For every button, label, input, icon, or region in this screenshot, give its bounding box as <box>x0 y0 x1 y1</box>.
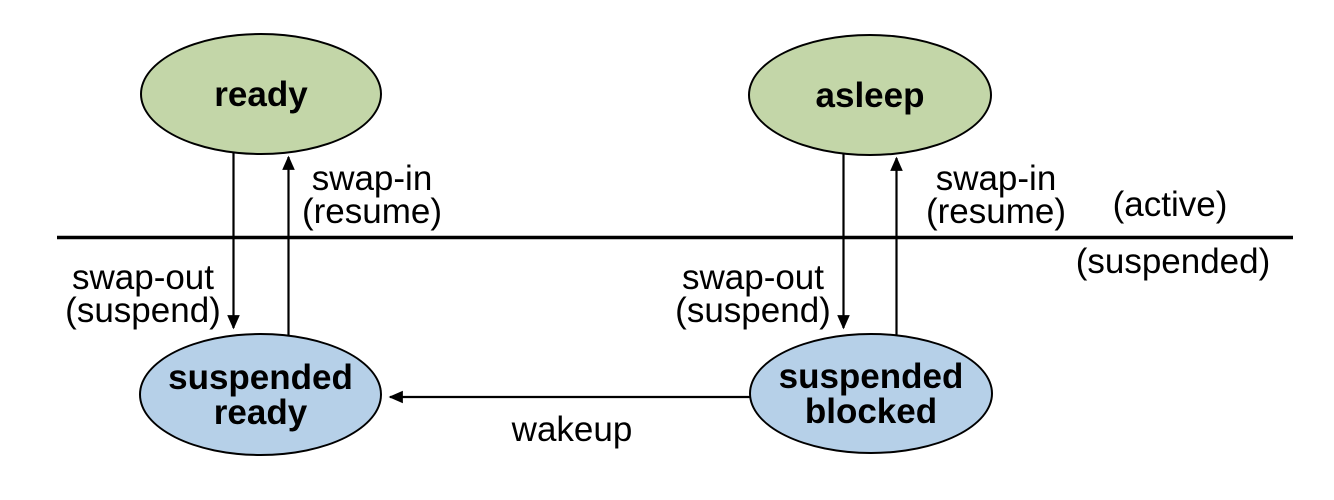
edge-label-line2: (suspend) <box>675 291 831 330</box>
state-node-suspended-blocked: suspended blocked <box>749 333 993 454</box>
state-label-line1: suspended <box>778 356 964 396</box>
state-label-line2: ready <box>213 392 308 432</box>
edge-label-line1: swap-out <box>71 258 215 297</box>
edge-label-swap-in-right: swap-in (resume) <box>913 159 1079 231</box>
edge-label-line2: (resume) <box>925 192 1067 231</box>
region-label-suspended: (suspended) <box>1075 242 1271 281</box>
edge-label-line2: (resume) <box>301 192 443 231</box>
state-node-suspended-ready: suspended ready <box>139 333 382 456</box>
state-label: ready <box>214 74 308 114</box>
edge-label-swap-in-left: swap-in (resume) <box>290 159 454 231</box>
state-node-ready: ready <box>140 33 382 155</box>
edge-label-line1: swap-out <box>681 258 825 297</box>
edge-label-swap-out-left: swap-out (suspend) <box>54 258 232 330</box>
edge-label-wakeup: wakeup <box>511 410 633 449</box>
state-node-asleep: asleep <box>748 34 992 156</box>
edge-label-line1: swap-in <box>311 159 433 198</box>
state-label-line1: suspended <box>168 357 353 397</box>
region-label-active: (active) <box>1112 185 1228 224</box>
edge-label-swap-out-right: swap-out (suspend) <box>664 258 842 330</box>
edge-label-line2: (suspend) <box>65 291 221 330</box>
state-label: asleep <box>815 75 925 115</box>
state-label-line2: blocked <box>804 391 938 431</box>
edge-label-line1: swap-in <box>935 159 1057 198</box>
